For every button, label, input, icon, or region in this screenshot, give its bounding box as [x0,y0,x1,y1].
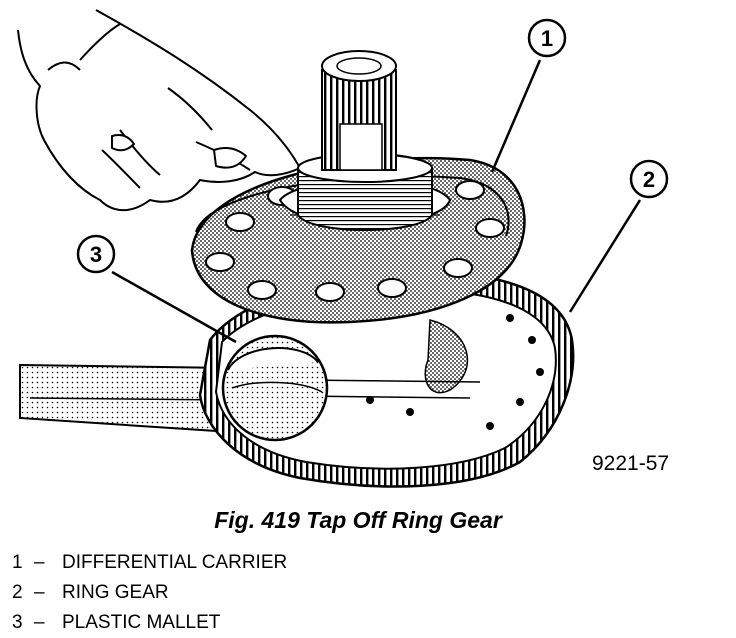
legend-item: 2–RING GEAR [12,578,287,608]
callout-1-label: 1 [541,26,553,51]
legend-label: PLASTIC MALLET [62,612,221,633]
callout-1: 1 [527,18,567,58]
legend-label: DIFFERENTIAL CARRIER [62,552,288,573]
leader-lines [111,59,642,344]
ring-gear-illustration: 1 2 3 [17,9,669,488]
hand-drawing [17,9,301,212]
legend-dash: – [34,552,45,573]
figure-id: 9221-57 [592,452,670,475]
legend-dash: – [34,612,45,633]
plastic-mallet [221,334,329,442]
shaft-and-bearing [297,50,433,231]
callout-2-label: 2 [643,167,655,192]
callout-3: 3 [76,234,116,274]
legend-dash: – [34,582,45,603]
figure-caption: Fig. 419 Tap Off Ring Gear [214,507,502,533]
legend-label: RING GEAR [62,582,169,603]
callout-3-label: 3 [90,242,102,267]
legend-number: 2 [12,582,23,603]
legend-number: 1 [12,552,23,573]
legend-number: 3 [12,612,23,633]
callout-2: 2 [629,159,669,199]
legend-list: 1–DIFFERENTIAL CARRIER 2–RING GEAR 3–PLA… [12,548,287,638]
legend-item: 1–DIFFERENTIAL CARRIER [12,548,287,578]
legend-item: 3–PLASTIC MALLET [12,608,287,638]
